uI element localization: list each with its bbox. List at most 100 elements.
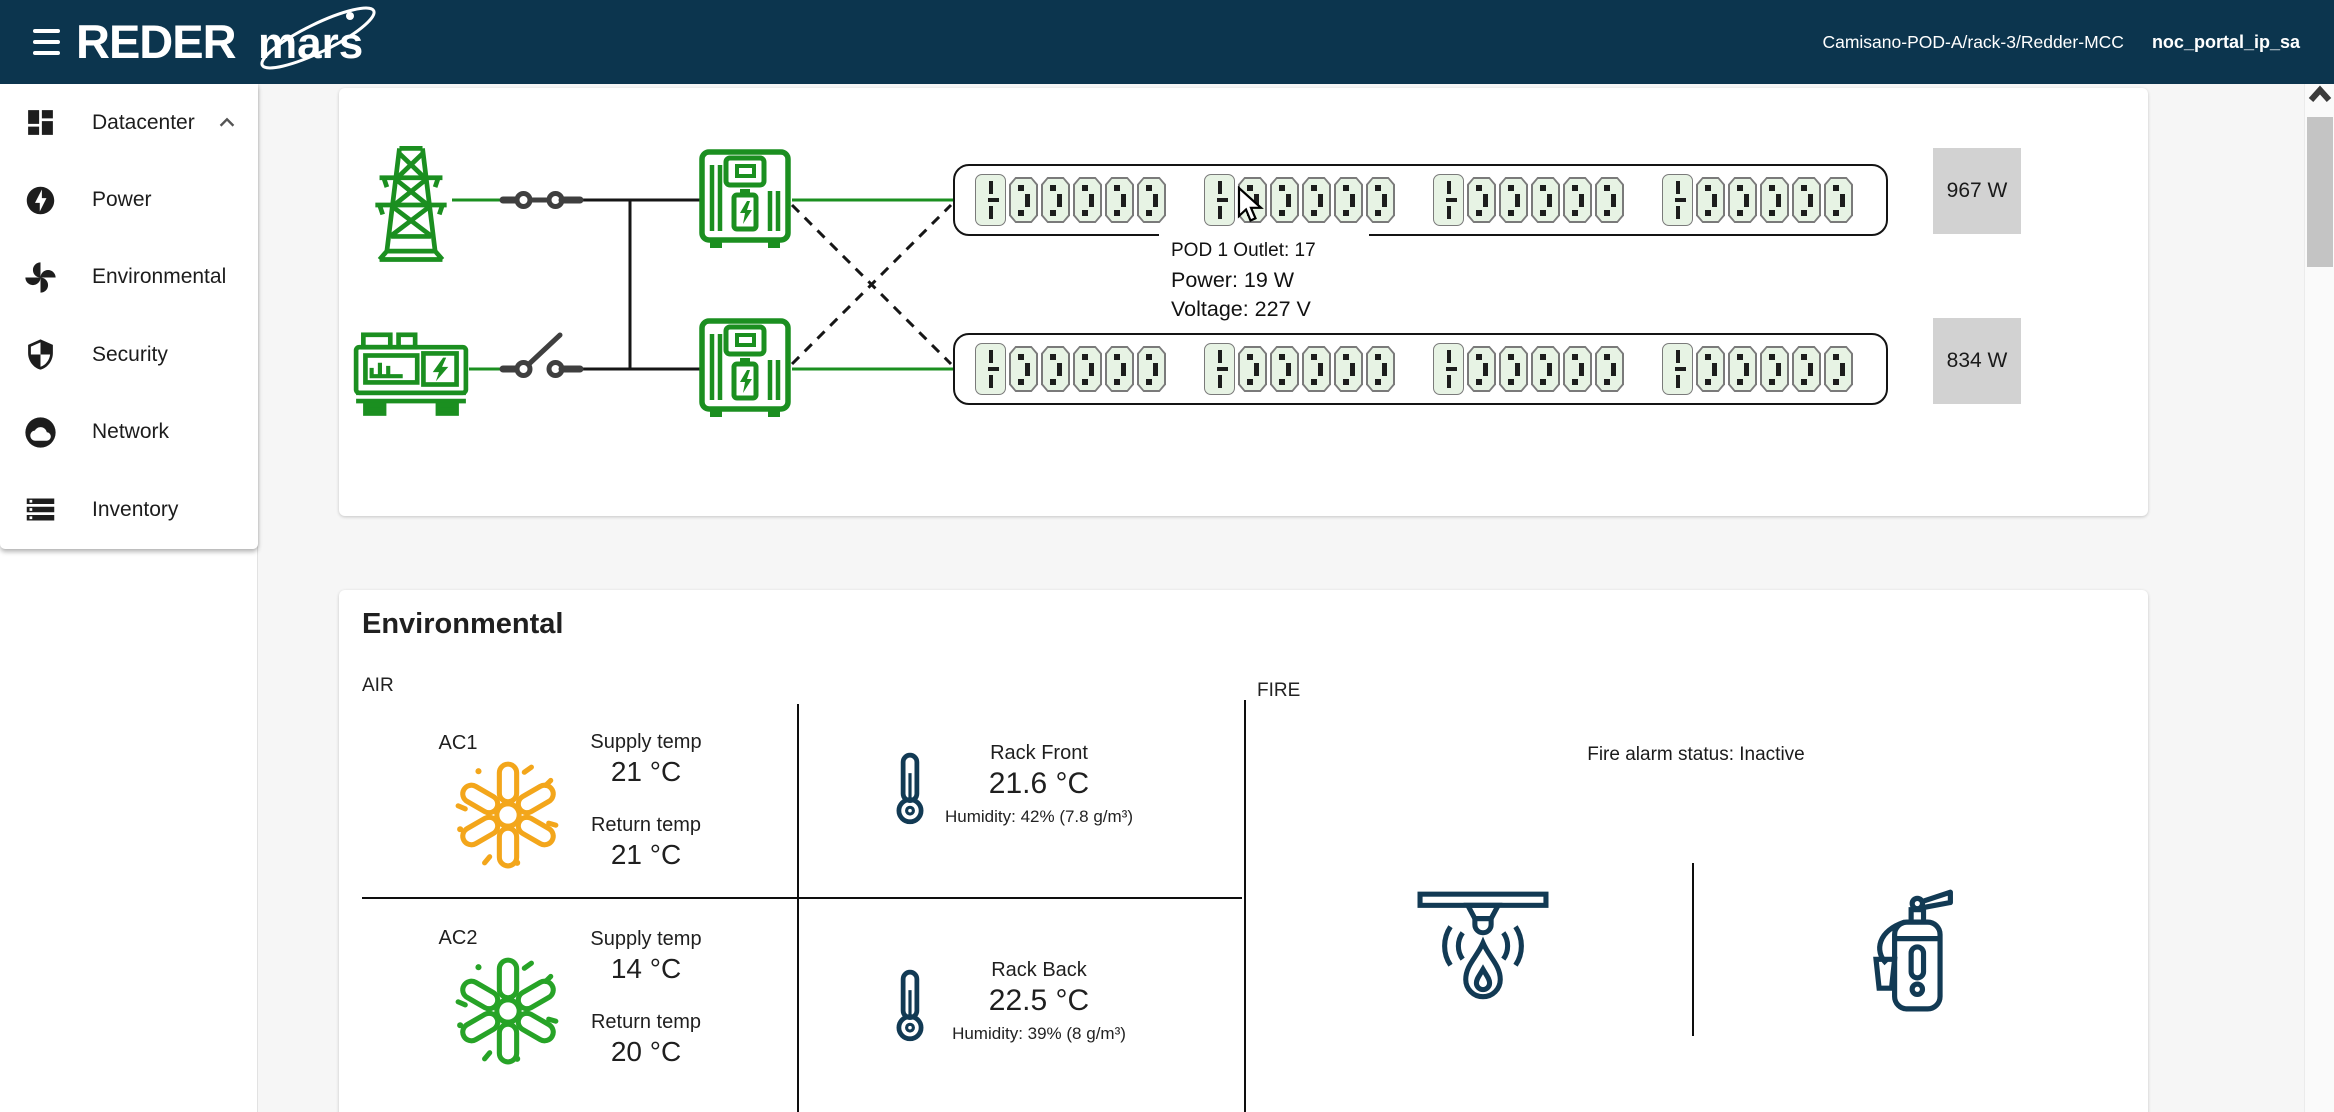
pdu1-outlet-16[interactable]: [1531, 177, 1560, 223]
pdu1-outlet-24[interactable]: [1824, 177, 1853, 223]
hamburger-menu-icon[interactable]: [33, 29, 60, 55]
pdu2-outlet-14[interactable]: [1467, 346, 1496, 392]
pdu2-outlet-1[interactable]: [975, 343, 1006, 395]
rack-back-sensor: Rack Back 22.5 °C Humidity: 39% (8 g/m³): [909, 959, 1169, 1044]
pdu1-outlet-1[interactable]: [975, 174, 1006, 226]
tooltip-power: Power: 19 W: [1171, 268, 1295, 292]
smoke-detector-icon: [1417, 891, 1549, 1000]
pdu-2: [953, 333, 1888, 405]
supply-temp-label: Supply temp: [590, 928, 702, 950]
pdu2-outlet-12[interactable]: [1366, 346, 1395, 392]
outlet-tooltip: POD 1 Outlet: 17 Power: 19 W Voltage: 22…: [1159, 234, 1369, 330]
scroll-up-button[interactable]: [2307, 84, 2333, 108]
pdu2-outlet-13[interactable]: [1433, 343, 1464, 395]
reder-logo[interactable]: REDER: [76, 15, 237, 68]
pdu2-outlet-3[interactable]: [1041, 346, 1070, 392]
rack-front-sensor: Rack Front 21.6 °C Humidity: 42% (7.8 g/…: [909, 742, 1169, 827]
pdu-1: [953, 164, 1888, 236]
pdu2-outlet-11[interactable]: [1334, 346, 1363, 392]
pdu2-outlet-group-1: [975, 343, 1166, 395]
pdu1-outlet-14[interactable]: [1467, 177, 1496, 223]
sensor-humidity: Humidity: 42% (7.8 g/m³): [945, 807, 1133, 826]
sidebar-item-inventory[interactable]: Inventory: [0, 471, 258, 548]
return-temp-value: 20 °C: [610, 1036, 682, 1067]
chevron-up-icon[interactable]: [216, 112, 238, 134]
fire-alarm-status: Fire alarm status: Inactive: [1587, 744, 1805, 765]
pdu1-outlet-15[interactable]: [1499, 177, 1528, 223]
pdu2-outlet-20[interactable]: [1696, 346, 1725, 392]
pdu1-outlet-13[interactable]: [1433, 174, 1464, 226]
supply-temp-value: 21 °C: [610, 756, 682, 787]
pdu1-outlet-18[interactable]: [1595, 177, 1624, 223]
scrollbar[interactable]: [2304, 84, 2334, 1112]
environmental-title: Environmental: [362, 608, 564, 640]
sidebar-item-environmental[interactable]: Environmental: [0, 239, 258, 316]
sidebar: Datacenter Power Environmental Security: [0, 84, 258, 1112]
pdu2-outlet-17[interactable]: [1563, 346, 1592, 392]
pdu2-outlet-9[interactable]: [1270, 346, 1299, 392]
pdu1-outlet-4[interactable]: [1073, 177, 1102, 223]
sidebar-item-network[interactable]: Network: [0, 394, 258, 471]
shield-icon: [28, 339, 53, 370]
pdu2-outlet-8[interactable]: [1238, 346, 1267, 392]
fire-extinguisher-icon: [1873, 889, 1953, 1012]
ac2-fan-icon: [455, 957, 559, 1065]
pdu2-outlet-2[interactable]: [1009, 346, 1038, 392]
mars-logo: mars: [258, 6, 376, 70]
pdu2-outlet-7[interactable]: [1204, 343, 1235, 395]
switch-closed-icon: [499, 191, 584, 209]
pdu1-outlet-5[interactable]: [1105, 177, 1134, 223]
pdu1-outlet-6[interactable]: [1137, 177, 1166, 223]
pdu1-outlet-12[interactable]: [1366, 177, 1395, 223]
sidebar-item-label: Security: [92, 342, 168, 366]
pdu1-outlet-10[interactable]: [1302, 177, 1331, 223]
pdu1-outlet-19[interactable]: [1662, 174, 1693, 226]
pdu1-outlet-22[interactable]: [1760, 177, 1789, 223]
breadcrumb: Camisano-POD-A/rack-3/Redder-MCC: [1822, 31, 2124, 52]
cloud-icon: [25, 417, 56, 448]
pdu2-outlet-6[interactable]: [1137, 346, 1166, 392]
ac2-label: AC2: [438, 927, 478, 949]
pdu1-outlet-23[interactable]: [1792, 177, 1821, 223]
air-fire-divider: [1244, 700, 1246, 1112]
pdu2-outlet-19[interactable]: [1662, 343, 1693, 395]
pdu1-outlet-20[interactable]: [1696, 177, 1725, 223]
ac-row-divider: [362, 897, 1242, 899]
pdu2-outlet-22[interactable]: [1760, 346, 1789, 392]
pdu1-outlet-7[interactable]: [1204, 174, 1235, 226]
pdu1-outlet-group-2: [1204, 174, 1395, 226]
ac2-supply: Supply temp 14 °C: [571, 928, 721, 985]
scrollbar-thumb[interactable]: [2307, 117, 2333, 267]
environmental-card: Environmental AIR FIRE AC1 Supply temp: [339, 590, 2148, 1112]
pdu1-outlet-21[interactable]: [1728, 177, 1757, 223]
user-session-button[interactable]: noc_portal_ip_sa: [2151, 31, 2300, 52]
storage-icon: [26, 498, 55, 521]
pdu2-outlet-16[interactable]: [1531, 346, 1560, 392]
pdu2-outlet-4[interactable]: [1073, 346, 1102, 392]
pdu1-outlet-9[interactable]: [1270, 177, 1299, 223]
pdu2-outlet-23[interactable]: [1792, 346, 1821, 392]
pdu1-outlet-2[interactable]: [1009, 177, 1038, 223]
tooltip-voltage: Voltage: 227 V: [1171, 297, 1311, 321]
pdu2-power-reading: 834 W: [1933, 318, 2021, 404]
pdu2-outlet-24[interactable]: [1824, 346, 1853, 392]
air-zone-label: AIR: [362, 675, 394, 696]
ac1-return: Return temp 21 °C: [571, 814, 721, 871]
thermometer-icon: [896, 969, 924, 1042]
pdu2-outlet-15[interactable]: [1499, 346, 1528, 392]
ups-icon: [699, 149, 791, 248]
pdu2-outlet-group-4: [1662, 343, 1853, 395]
sidebar-item-security[interactable]: Security: [0, 316, 258, 393]
pdu1-outlet-group-1: [975, 174, 1166, 226]
pdu2-outlet-18[interactable]: [1595, 346, 1624, 392]
pdu1-outlet-11[interactable]: [1334, 177, 1363, 223]
sidebar-item-power[interactable]: Power: [0, 161, 258, 238]
pdu2-outlet-10[interactable]: [1302, 346, 1331, 392]
pdu1-outlet-3[interactable]: [1041, 177, 1070, 223]
sidebar-item-datacenter[interactable]: Datacenter: [0, 84, 258, 161]
pdu1-outlet-17[interactable]: [1563, 177, 1592, 223]
sensor-name: Rack Back: [991, 959, 1087, 981]
pdu2-outlet-21[interactable]: [1728, 346, 1757, 392]
sidebar-menu-card: Datacenter Power Environmental Security: [0, 84, 258, 549]
pdu2-outlet-5[interactable]: [1105, 346, 1134, 392]
